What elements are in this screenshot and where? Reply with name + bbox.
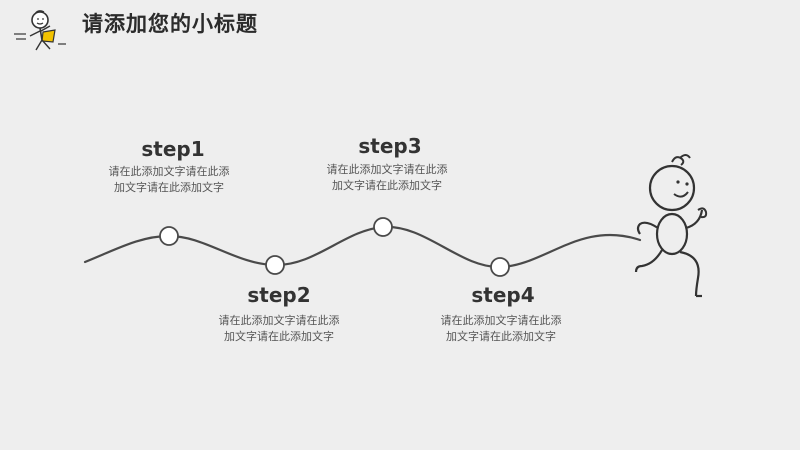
- step-1-title: step1: [141, 137, 205, 161]
- step-1-desc: 请在此添加文字请在此添加文字请在此添加文字: [108, 165, 230, 194]
- step-4-desc: 请在此添加文字请在此添加文字请在此添加文字: [440, 314, 562, 343]
- timeline-node-3: [373, 217, 393, 237]
- step-2-title: step2: [247, 283, 311, 307]
- step-3-desc: 请在此添加文字请在此添加文字请在此添加文字: [326, 163, 448, 192]
- step-2-desc: 请在此添加文字请在此添加文字请在此添加文字: [218, 314, 340, 343]
- page-title: 请添加您的小标题: [82, 12, 258, 36]
- cartoon-runner-with-flag-icon: [14, 10, 66, 51]
- step-3-title: step3: [358, 134, 422, 158]
- timeline-node-4: [490, 257, 510, 277]
- timeline-node-2: [265, 255, 285, 275]
- stick-figure-runner-icon: [634, 154, 708, 298]
- step-4-title: step4: [471, 283, 535, 307]
- timeline-node-1: [159, 226, 179, 246]
